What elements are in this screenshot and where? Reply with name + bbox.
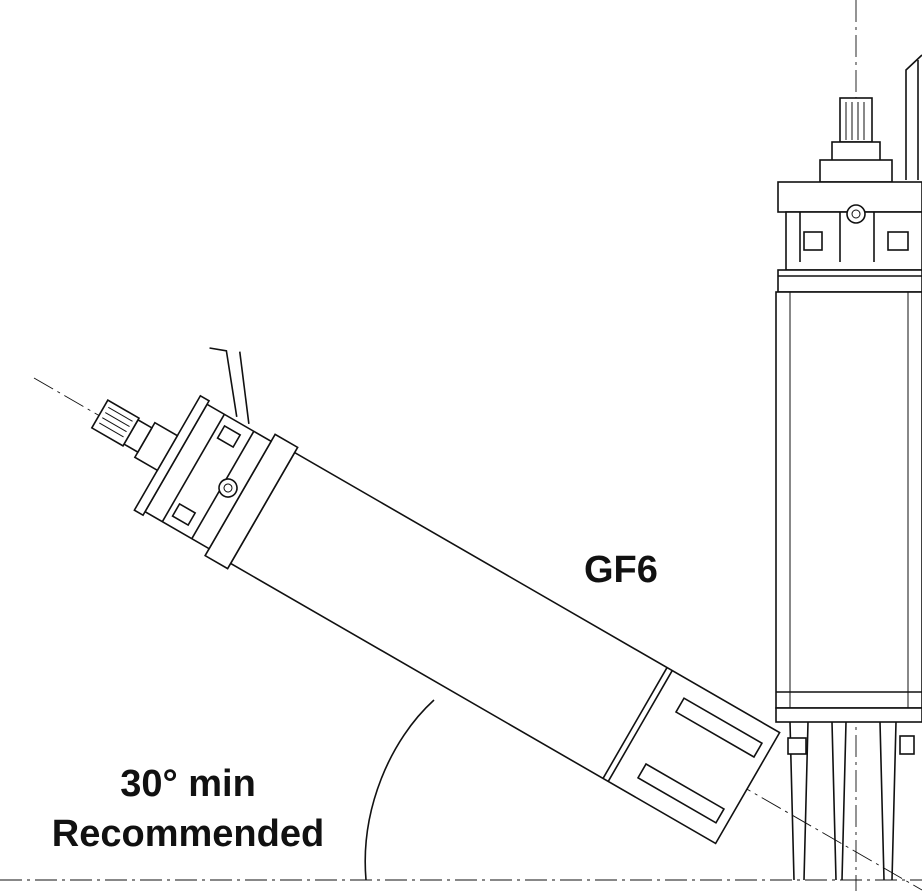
recommended-label: Recommended (52, 813, 324, 855)
angle-arc (364, 699, 435, 881)
angled-motor (90, 347, 781, 845)
vertical-motor (775, 54, 922, 881)
angle-label: 30° min (120, 763, 256, 805)
angled-motor-centerline (33, 377, 922, 891)
model-label: GF6 (584, 549, 658, 591)
